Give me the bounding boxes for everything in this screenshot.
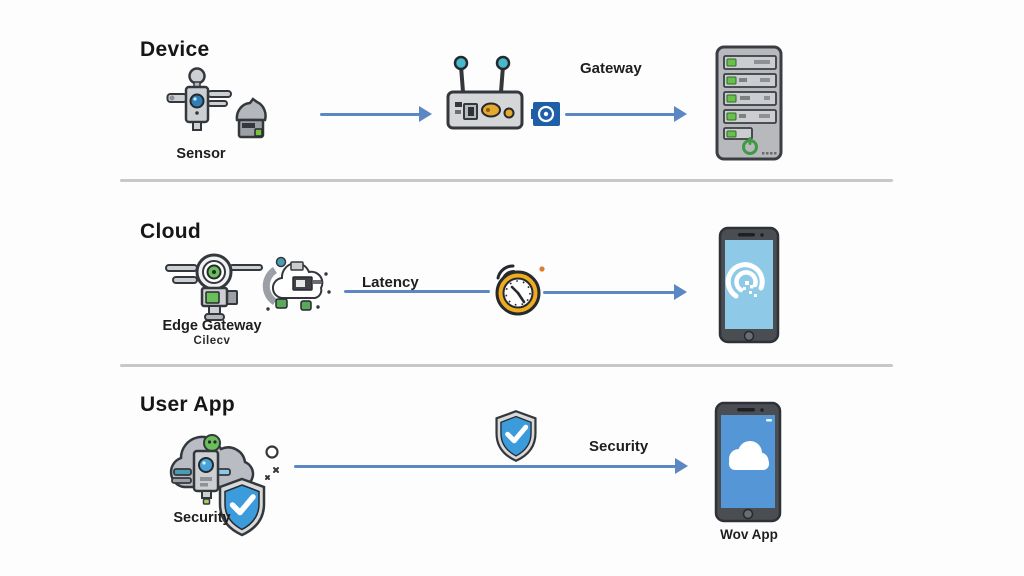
app-to-webapp-arrow: [294, 458, 688, 474]
router-icon: [446, 55, 524, 130]
cloud-device-icon: [169, 434, 255, 505]
sparkle-icon: [265, 445, 279, 480]
sensor-module-icon: [235, 97, 267, 139]
row-userapp-heading: User App: [140, 393, 235, 416]
phone-cloud-icon: [714, 401, 782, 523]
edge-gateway-sublabel: Cilecv: [193, 335, 231, 347]
server-rack-icon: [715, 45, 783, 161]
sensor-label: Sensor: [176, 146, 226, 162]
webapp-label: Wov App: [720, 527, 778, 542]
row-device-heading: Device: [140, 38, 210, 61]
edge-gateway-icon: [165, 253, 263, 321]
gateway-to-server-arrow: [565, 106, 687, 122]
circuit-cloud-icon: [262, 256, 331, 311]
cloud-arrow-segment: [344, 290, 490, 293]
timer-badge-icon: [531, 102, 560, 126]
device-to-gateway-arrow: [320, 106, 432, 122]
security-shield-icon: [218, 477, 266, 537]
alarm-clock-icon: [495, 264, 545, 316]
security-arrow-label: Security: [589, 438, 649, 455]
security-label: Security: [173, 510, 231, 526]
divider-device-cloud: [120, 179, 893, 182]
row-cloud-heading: Cloud: [140, 220, 201, 243]
edge-gateway-label: Edge Gateway: [162, 318, 262, 334]
cloud-to-app-arrow: [543, 284, 687, 300]
check-shield-icon: [495, 410, 537, 462]
gateway-arrow-label: Gateway: [580, 60, 642, 77]
phone-wireless-icon: [718, 226, 780, 344]
divider-cloud-userapp: [120, 364, 893, 367]
latency-arrow-label: Latency: [362, 274, 419, 291]
sensor-robot-icon: [166, 67, 232, 131]
